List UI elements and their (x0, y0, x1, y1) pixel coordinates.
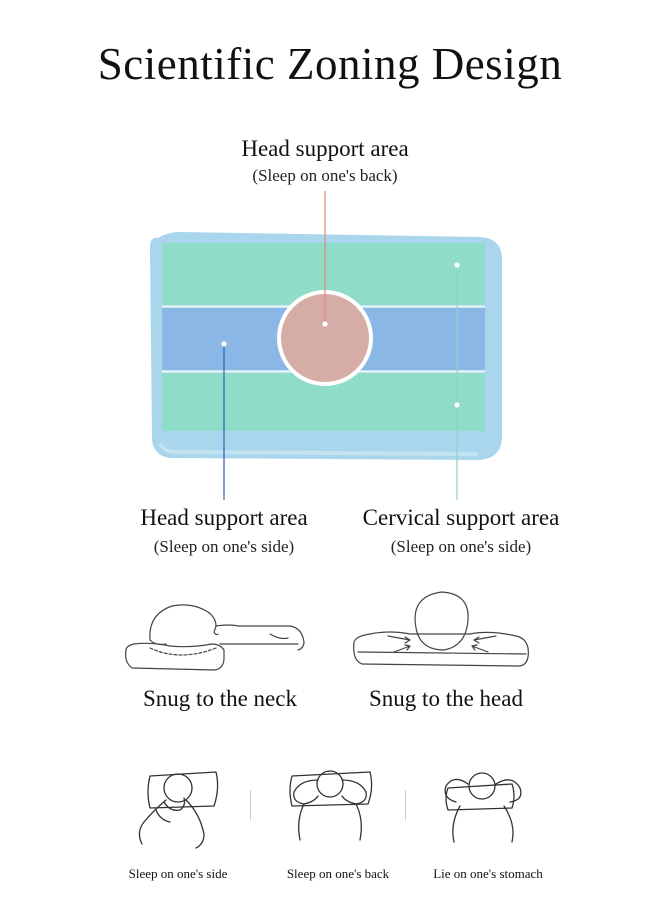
stomach-sleeper-icon (444, 772, 522, 843)
side-sleeper-icon (138, 771, 219, 849)
pillow-zoning-diagram (150, 191, 502, 500)
position-caption-back: Sleep on one's back (286, 866, 390, 881)
icon-divider-1 (250, 790, 251, 820)
neck-support-illustration (125, 604, 305, 671)
top-callout-sublabel: (Sleep on one's back) (252, 166, 398, 185)
icon-divider-2 (405, 790, 406, 820)
position-caption-stomach: Lie on one's stomach (433, 866, 543, 881)
page-title: Scientific Zoning Design (97, 39, 563, 89)
right-callout-label: Cervical support area (362, 505, 560, 530)
back-sleeper-icon (289, 770, 373, 841)
left-callout-sublabel: (Sleep on one's side) (153, 537, 295, 556)
top-callout-label: Head support area (241, 136, 409, 161)
left-callout-label: Head support area (140, 505, 308, 530)
head-support-illustration (353, 591, 529, 667)
position-caption-side: Sleep on one's side (128, 866, 228, 881)
neck-caption: Snug to the neck (143, 686, 297, 711)
right-callout-sublabel: (Sleep on one's side) (390, 537, 532, 556)
head-caption: Snug to the head (369, 686, 523, 711)
